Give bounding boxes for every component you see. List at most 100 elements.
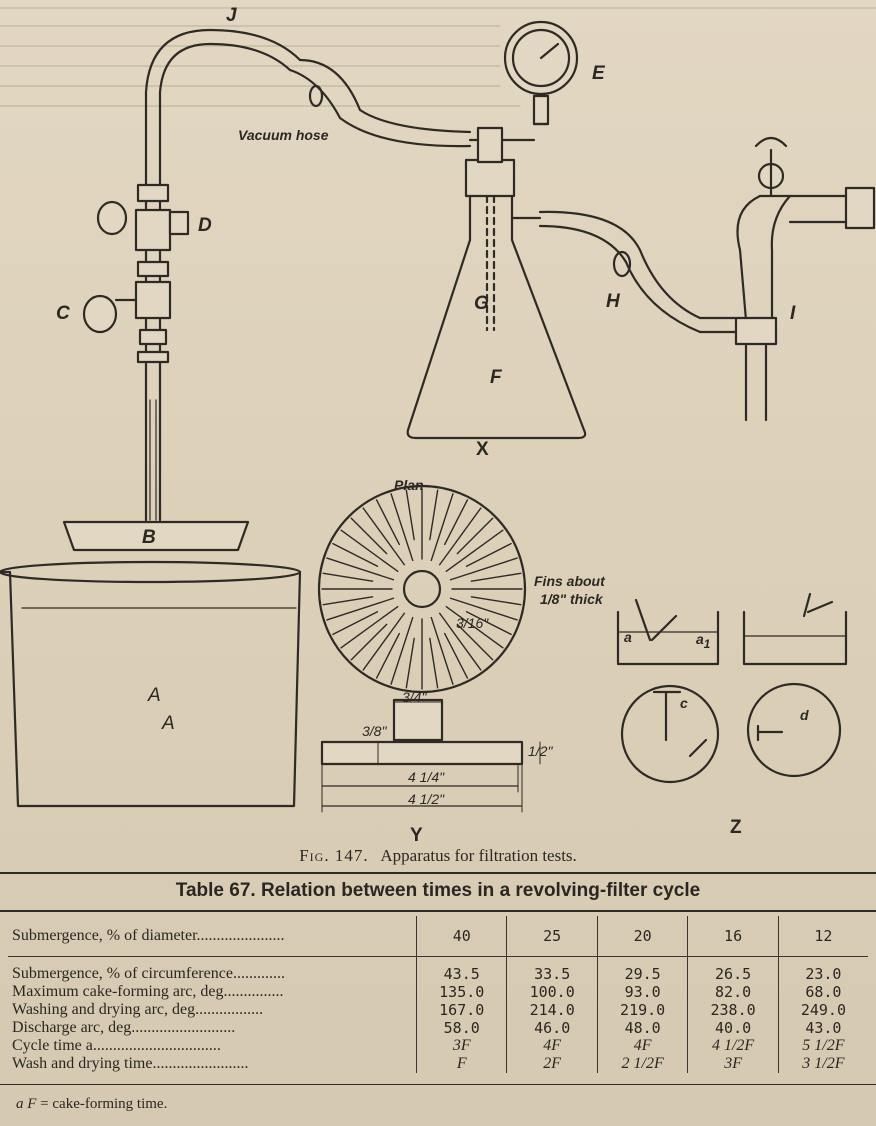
header-label: Submergence, % of diameter..............… — [8, 916, 417, 957]
table-cell: 93.0 — [596, 983, 688, 1001]
dim-4-1-4: 4 1/4" — [408, 769, 445, 785]
dim-3-4: 3/4" — [402, 689, 427, 705]
wheel-fin — [322, 596, 374, 606]
label-b: B — [142, 527, 156, 548]
wheel-fin — [430, 493, 454, 562]
table-cell: 40.0 — [687, 1019, 779, 1037]
wheel-fin — [465, 542, 512, 568]
wheel-fin — [340, 529, 399, 573]
table-row: Wash and drying time....................… — [8, 1055, 868, 1073]
table-cell: 68.0 — [777, 983, 868, 1001]
wheel-fin — [332, 610, 379, 636]
header-col-4: 12 — [777, 916, 868, 957]
wheel-fin — [332, 542, 379, 568]
hose-h — [538, 210, 702, 320]
table-cell: 82.0 — [687, 983, 779, 1001]
apparatus-drawing — [0, 7, 876, 813]
label-g: G — [474, 293, 489, 314]
label-z-a1: a1 — [696, 631, 711, 651]
table-cell: 249.0 — [777, 1001, 868, 1019]
table-row: Submergence, % of circumference.........… — [8, 956, 868, 983]
dim-3-16: 3/16" — [456, 615, 489, 631]
dim-4-1-2: 4 1/2" — [408, 791, 445, 807]
table-cell: 3F — [687, 1055, 779, 1073]
wheel-fin — [362, 507, 406, 566]
label-e: E — [592, 63, 605, 84]
figure-number: Fig. 147. — [299, 846, 369, 865]
wheel-fin — [443, 632, 469, 679]
table-cell: 167.0 — [415, 1001, 507, 1019]
table-cell: 3F — [415, 1037, 507, 1055]
table-cell: 29.5 — [596, 956, 688, 983]
table-cell: 58.0 — [415, 1019, 507, 1037]
wheel-fin — [405, 637, 415, 689]
dish-b — [62, 520, 250, 552]
label-z-c: c — [680, 695, 688, 711]
row-label: Maximum cake-forming arc, deg...........… — [12, 983, 284, 1000]
wheel-fin — [445, 605, 504, 649]
row-label: Discharge arc, deg......................… — [12, 1019, 236, 1036]
wheel-fin — [405, 489, 415, 541]
label-c: C — [56, 303, 70, 324]
wheel-fin — [443, 499, 469, 546]
fins-note-2: 1/8" thick — [540, 591, 603, 607]
table-cell: 2 1/2F — [596, 1055, 688, 1073]
table-cell: F — [415, 1055, 507, 1073]
header-col-1: 25 — [506, 916, 598, 957]
wheel-fin — [449, 557, 518, 581]
table-cell: 135.0 — [415, 983, 507, 1001]
row-label: Wash and drying time....................… — [12, 1055, 249, 1072]
table-footnote: a F = cake-forming time. — [16, 1096, 168, 1112]
data-table: Submergence, % of diameter..............… — [8, 916, 868, 1073]
table-cell: 238.0 — [687, 1001, 779, 1019]
label-z: Z — [730, 817, 742, 838]
label-z-a: a — [624, 629, 632, 645]
table-cell: 4F — [506, 1037, 598, 1055]
label-f: F — [490, 367, 502, 388]
beaker-a — [0, 560, 302, 808]
fins-note: Fins about — [534, 573, 605, 589]
label-j: J — [226, 5, 237, 26]
label-x: X — [476, 439, 489, 460]
table-cell: 4F — [596, 1037, 688, 1055]
table-cell: 23.0 — [777, 956, 868, 983]
label-a-beaker-2: A — [162, 713, 175, 734]
wheel-fin — [430, 616, 454, 685]
table-row: Cycle time a............................… — [8, 1037, 868, 1055]
table-top-rule — [0, 910, 876, 912]
table-cell: 43.5 — [415, 956, 507, 983]
table-row: Discharge arc, deg......................… — [8, 1019, 868, 1037]
wheel-fin — [429, 489, 439, 541]
figure-147: J E D C B G F H I X Y Z A A a a1 c d Vac… — [0, 5, 876, 845]
table-cell: 46.0 — [506, 1019, 598, 1037]
bleed-text-lines — [0, 7, 876, 107]
wheel-fin — [322, 572, 374, 582]
wheel-fin — [465, 610, 512, 636]
table-cell: 5 1/2F — [777, 1037, 868, 1055]
header-col-3: 16 — [687, 916, 779, 957]
table-cell: 33.5 — [506, 956, 598, 983]
table-cell: 2F — [506, 1055, 598, 1073]
wheel-fin — [429, 637, 439, 689]
wheel-fin — [470, 596, 522, 606]
wheel-fin — [340, 605, 399, 649]
label-a-beaker: A — [148, 685, 161, 706]
dim-3-8: 3/8" — [362, 723, 387, 739]
table-bottom-rule — [0, 1084, 876, 1085]
label-h: H — [606, 291, 620, 312]
table-title: Table 67. Relation between times in a re… — [175, 880, 701, 901]
wheel-fin — [438, 612, 482, 671]
top-rule — [0, 872, 876, 874]
dim-1-2: 1/2" — [528, 743, 553, 759]
header-col-0: 40 — [415, 916, 507, 957]
wheel-fin — [438, 507, 482, 566]
vertical-pipe-assembly — [82, 28, 302, 522]
wheel-fin — [326, 597, 395, 621]
wheel-fin — [456, 623, 494, 661]
vacuum-hose-j — [298, 58, 472, 134]
flask-f — [406, 126, 587, 440]
table-cell: 219.0 — [596, 1001, 688, 1019]
wheel-fin — [445, 529, 504, 573]
diagram-z — [616, 592, 848, 784]
wheel-fin — [456, 517, 494, 555]
